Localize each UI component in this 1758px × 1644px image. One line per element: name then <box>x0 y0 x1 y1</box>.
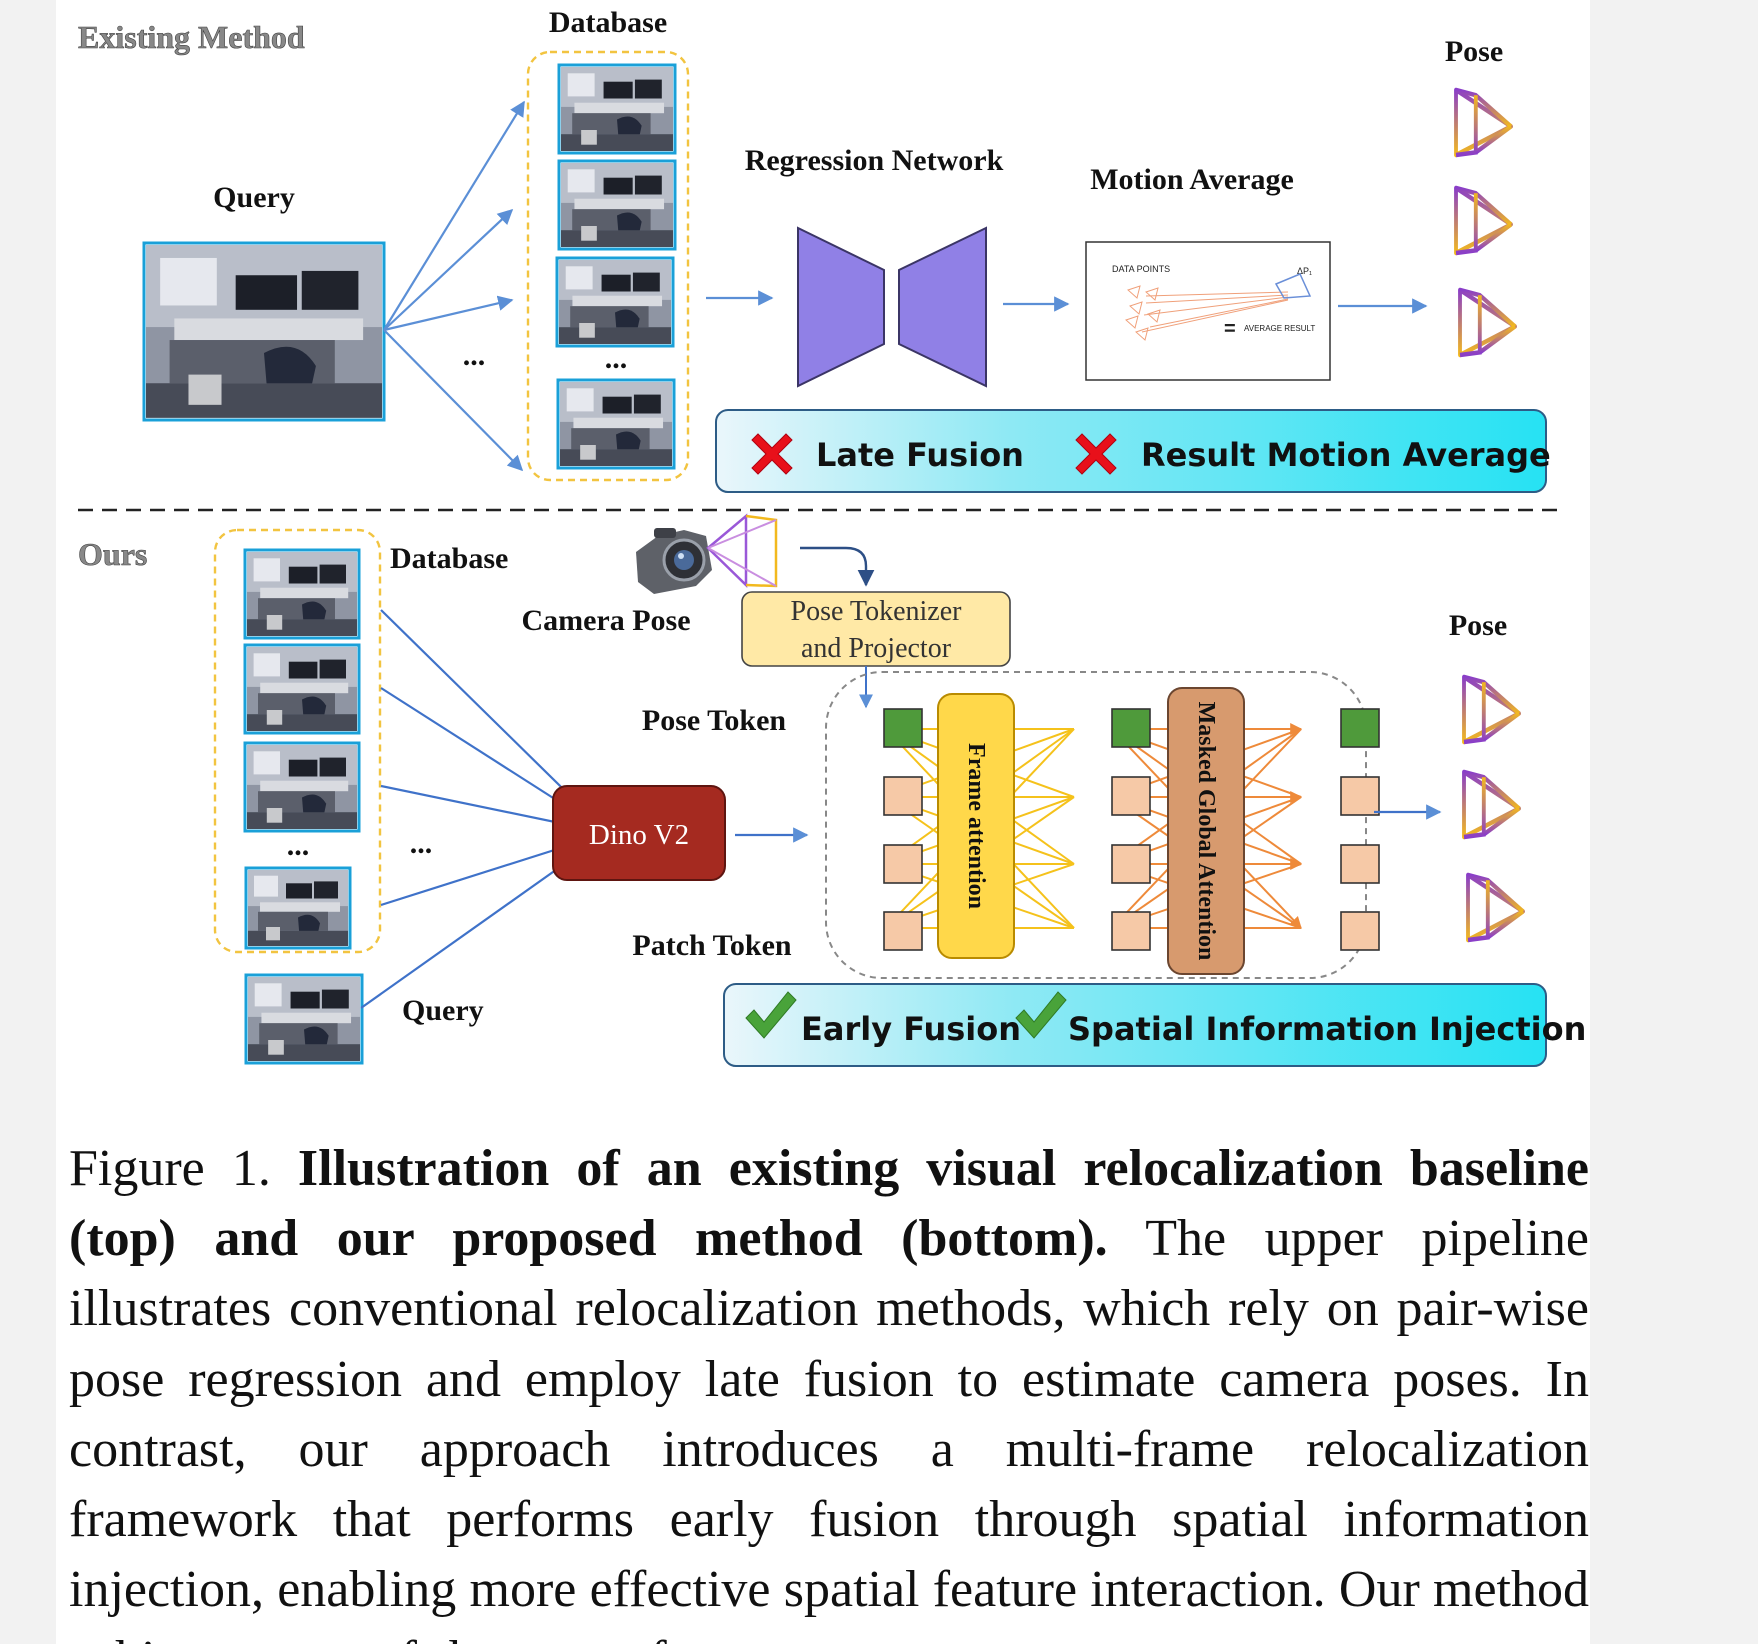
motion-average-panel: DATA POINTS ΔP₁ = AVERAGE RESULT <box>1085 241 1331 381</box>
dino-v2-label: Dino V2 <box>589 819 689 851</box>
regression-network-shape <box>797 226 987 388</box>
camera-pose-frustum-icon <box>706 513 778 588</box>
figure-caption: Figure 1. Illustration of an existing vi… <box>69 1134 1589 1644</box>
global-attention-label: Masked Global Attention <box>1193 702 1219 961</box>
pose-tokenizer-box: Pose Tokenizer and Projector <box>741 591 1011 667</box>
bottom-query-image <box>244 973 364 1065</box>
bottom-pose-label: Pose <box>1449 609 1507 642</box>
top-pose-label: Pose <box>1445 35 1503 68</box>
bottom-banner: Early Fusion Spatial Information Injecti… <box>723 983 1586 1067</box>
bottom-database-images <box>243 548 361 950</box>
caption-title: Illustration of an existing visual reloc… <box>69 1140 1590 1268</box>
bottom-pose-icons <box>1464 677 1523 940</box>
bottom-arrows-ellipsis: ... <box>410 827 433 860</box>
top-section-label: Existing Method <box>78 19 305 55</box>
pose-tokenizer-label-line1: Pose Tokenizer <box>791 596 963 627</box>
token-column-3 <box>1340 708 1380 951</box>
bottom-section-label: Ours <box>78 536 147 572</box>
frame-attention-label: Frame attention <box>963 743 989 909</box>
top-banner: Late Fusion Result Motion Average <box>715 409 1551 493</box>
motion-average-result-label: AVERAGE RESULT <box>1244 324 1315 333</box>
token-column-2 <box>1111 708 1151 951</box>
result-motion-average-label: Result Motion Average <box>1141 436 1551 474</box>
pose-token-label: Pose Token <box>642 704 787 737</box>
motion-data-points-label: DATA POINTS <box>1112 264 1170 274</box>
top-database-images <box>555 63 677 470</box>
motion-average-label: Motion Average <box>1090 163 1294 196</box>
bottom-database-box <box>213 528 382 954</box>
bottom-database-label: Database <box>390 542 508 575</box>
pose-tokenizer-label-line2: and Projector <box>801 633 952 664</box>
bottom-query-label: Query <box>402 994 484 1027</box>
top-query-label: Query <box>213 181 295 214</box>
page: Existing Method Database Query Regressio… <box>56 0 1590 1644</box>
top-db-ellipsis: ... <box>605 342 628 375</box>
figure-1-diagram: Existing Method Database Query Regressio… <box>78 6 1586 1067</box>
regression-network-label: Regression Network <box>745 144 1004 177</box>
arrow-camera-to-tokenizer <box>800 546 875 587</box>
motion-delta-label: ΔP₁ <box>1297 266 1312 276</box>
caption-body: The upper pipeline illustrates conventio… <box>69 1210 1589 1644</box>
caption-figure-label: Figure 1. <box>69 1140 271 1197</box>
camera-pose-label: Camera Pose <box>521 604 690 637</box>
patch-token-label: Patch Token <box>632 929 792 962</box>
top-query-arrows <box>383 100 525 472</box>
top-query-image <box>142 241 386 422</box>
camera-icon <box>636 528 712 594</box>
token-column-1 <box>883 708 923 951</box>
top-database-label: Database <box>549 6 667 39</box>
global-attention-block: Masked Global Attention <box>1167 687 1245 975</box>
spatial-injection-label: Spatial Information Injection <box>1068 1010 1586 1048</box>
token-processing-region <box>825 671 1367 979</box>
bottom-db-ellipsis: ... <box>287 829 310 862</box>
late-fusion-label: Late Fusion <box>816 436 1024 474</box>
top-database-box <box>526 50 690 482</box>
dino-v2-block: Dino V2 <box>552 785 726 881</box>
top-arrows-ellipsis: ... <box>463 339 486 372</box>
top-pose-icons <box>1456 90 1515 355</box>
motion-equals-sign: = <box>1224 318 1236 340</box>
early-fusion-label: Early Fusion <box>801 1010 1021 1048</box>
frame-attention-block: Frame attention <box>937 693 1015 959</box>
